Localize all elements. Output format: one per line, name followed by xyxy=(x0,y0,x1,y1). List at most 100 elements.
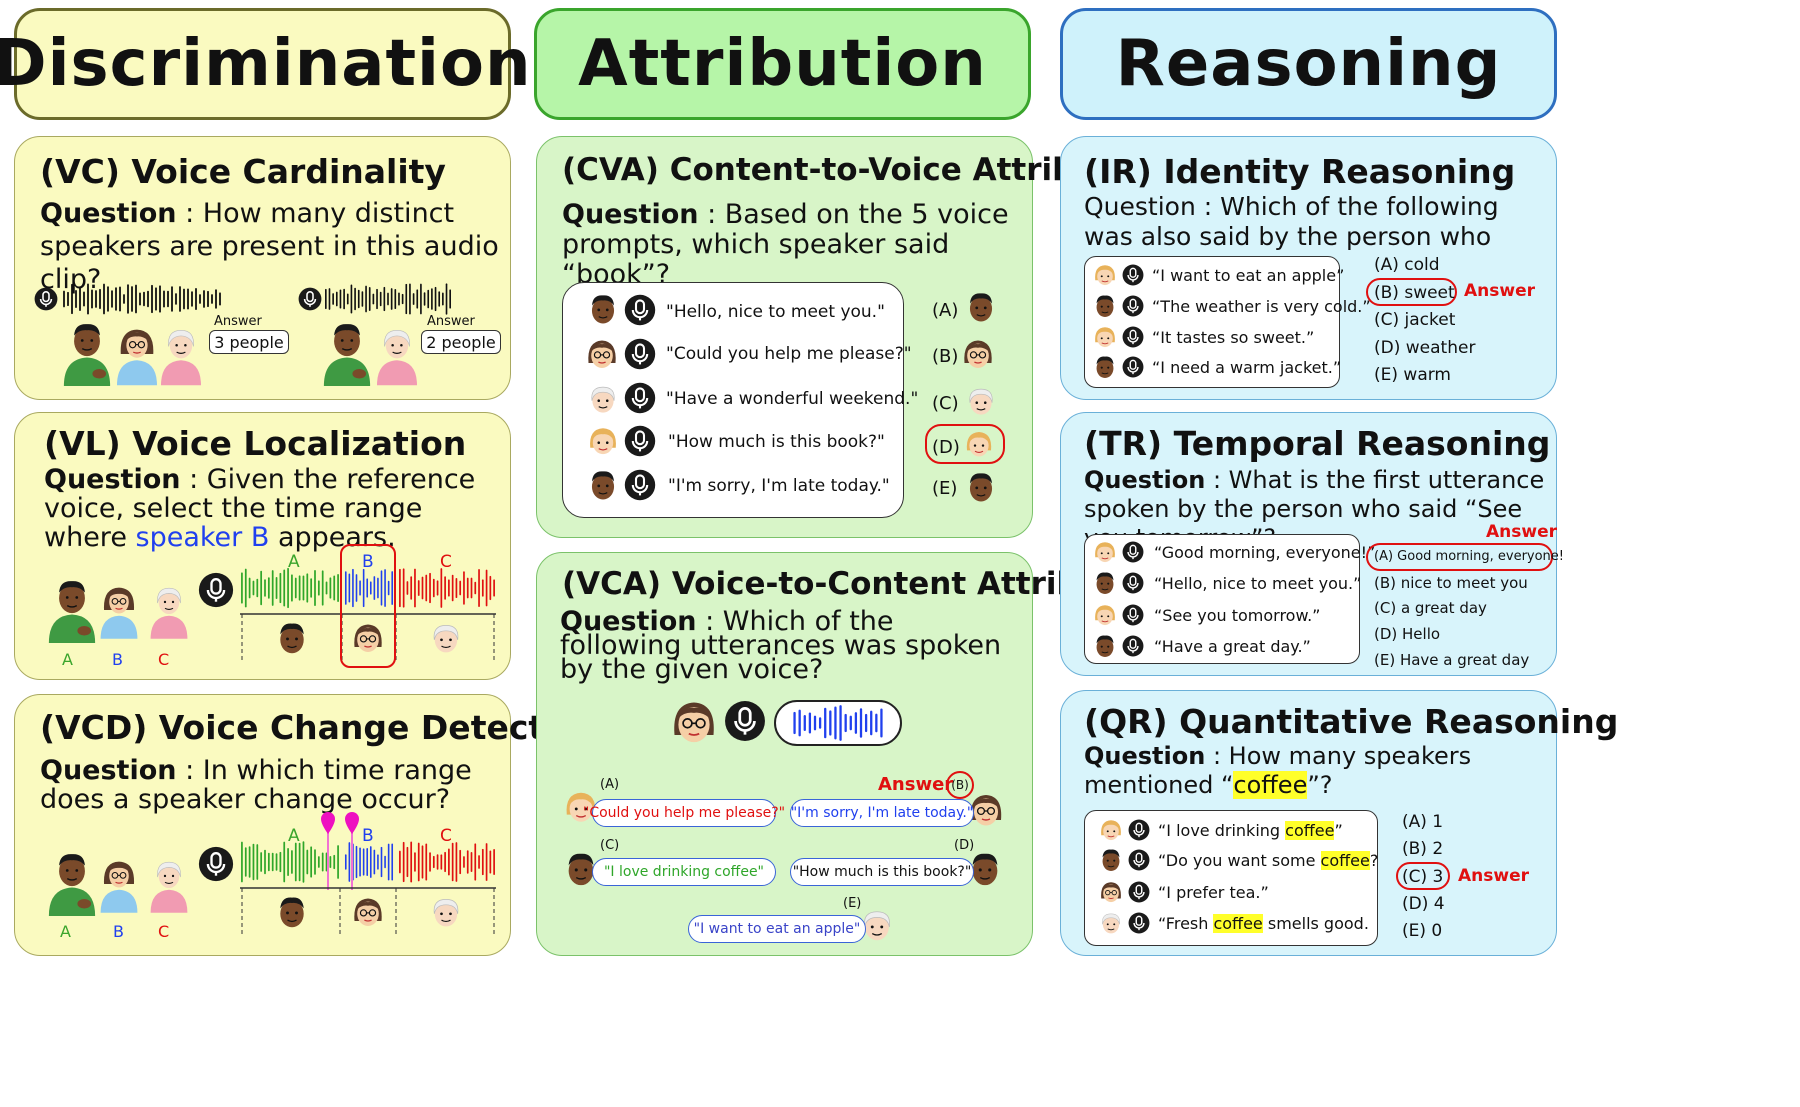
ir-mic-icon-3 xyxy=(1122,326,1144,348)
qr-face-1 xyxy=(1100,819,1122,841)
ir-option-e: (E) warm xyxy=(1374,365,1451,385)
qr-option-a: (A) 1 xyxy=(1402,812,1444,832)
qr-face-4 xyxy=(1101,913,1121,934)
header-attribution: Attribution xyxy=(534,8,1031,120)
vl-title: (VL) Voice Localization xyxy=(44,424,467,463)
cva-face-dark-1 xyxy=(591,294,615,325)
tr-title: (TR) Temporal Reasoning xyxy=(1084,424,1551,463)
vca-given-mic-icon xyxy=(724,700,766,742)
qr-mic-icon-4 xyxy=(1128,912,1150,934)
tr-answer-label: Answer xyxy=(1486,522,1557,542)
qr-utterance-4: “Fresh coffee smells good. xyxy=(1158,914,1369,933)
tr-option-a: (A) Good morning, everyone! xyxy=(1374,549,1565,564)
vcd-change-marker-2 xyxy=(345,812,359,890)
vcd-waveform-b xyxy=(344,842,394,882)
vc-mic-icon-2 xyxy=(298,287,322,311)
qr-option-e: (E) 0 xyxy=(1402,921,1443,941)
tr-option-d: (D) Hello xyxy=(1374,625,1441,643)
vcd-speaker-glasses xyxy=(99,860,139,914)
vcd-title: (VCD) Voice Change Detection xyxy=(40,708,602,747)
cva-mic-icon-2 xyxy=(624,338,656,370)
cva-face-glasses-2 xyxy=(587,339,617,369)
vc-speaker-dark xyxy=(63,323,111,386)
cva-option-b-face xyxy=(963,339,993,369)
qr-mic-icon-1 xyxy=(1128,819,1150,841)
cva-utterance-5: "I'm sorry, I'm late today." xyxy=(668,476,890,496)
cva-mic-icon-3 xyxy=(624,382,656,414)
tr-mic-icon-1 xyxy=(1122,541,1144,563)
vca-option-e: "I want to eat an apple" xyxy=(688,915,866,943)
ir-option-b: (B) sweet xyxy=(1374,283,1455,303)
vcd-waveform-c xyxy=(399,841,495,883)
panel-voice-to-content xyxy=(536,552,1033,956)
ir-mic-icon-1 xyxy=(1122,264,1144,286)
tr-utterance-2: “Hello, nice to meet you.” xyxy=(1154,574,1362,593)
header-discrimination: Discrimination xyxy=(0,8,531,120)
cva-face-blond-4 xyxy=(589,427,617,455)
vca-question: Question : Which of the following uttera… xyxy=(560,606,1002,685)
cva-utterance-1: "Hello, nice to meet you." xyxy=(666,302,885,322)
vl-label-a: A xyxy=(62,650,73,669)
cva-option-a: (A) xyxy=(932,300,959,321)
ir-option-a: (A) cold xyxy=(1374,255,1440,275)
cva-option-c-face xyxy=(969,388,993,416)
vcd-face-dark xyxy=(279,896,305,928)
vca-option-a-label: (A) xyxy=(600,777,620,792)
vcd-mic-icon xyxy=(198,846,234,882)
qr-utterance-3: “I prefer tea.” xyxy=(1158,883,1269,902)
cva-answer-oval xyxy=(925,424,1005,464)
tr-option-b: (B) nice to meet you xyxy=(1374,574,1528,592)
vc-mic-icon-1 xyxy=(34,287,58,311)
cva-option-d-face xyxy=(966,431,992,457)
tr-utterance-3: “See you tomorrow.” xyxy=(1154,606,1321,625)
cva-option-c: (C) xyxy=(932,393,959,414)
cva-mic-icon-4 xyxy=(624,425,656,457)
ir-option-d: (D) weather xyxy=(1374,338,1476,358)
cva-utterance-3: "Have a wonderful weekend." xyxy=(666,389,919,409)
vcd-change-marker-1 xyxy=(321,812,335,890)
qr-answer-oval xyxy=(1396,862,1450,890)
vl-question: Question : Given the reference voice, se… xyxy=(44,464,476,553)
ir-face-1 xyxy=(1094,264,1116,286)
qr-option-c: (C) 3 xyxy=(1402,867,1444,887)
cva-question: Question : Based on the 5 voice prompts,… xyxy=(562,199,1009,290)
tr-utterance-1: “Good morning, everyone!” xyxy=(1154,543,1376,562)
ir-answer-oval xyxy=(1366,278,1457,306)
vl-answer-box xyxy=(340,544,396,668)
tr-face-4 xyxy=(1096,635,1114,658)
qr-face-3 xyxy=(1100,881,1122,903)
vc2-speaker-dark xyxy=(323,323,371,386)
cva-option-a-face xyxy=(969,292,993,323)
vl-segment-c: C xyxy=(440,552,452,572)
vl-label-b: B xyxy=(112,650,123,669)
panel-voice-cardinality xyxy=(14,136,511,400)
qr-question: Question : How many speakers mentioned “… xyxy=(1084,742,1472,799)
tr-mic-icon-3 xyxy=(1122,604,1144,626)
vl-waveform-c xyxy=(399,568,495,608)
ir-utterance-3: “It tastes so sweet.” xyxy=(1152,328,1315,347)
vcd-face-glasses xyxy=(353,897,383,927)
vcd-speaker-dark xyxy=(48,853,96,916)
vcd-segment-c: C xyxy=(440,826,452,846)
vcd-label-a: A xyxy=(60,922,71,941)
vc-answer-1: 3 people xyxy=(209,330,289,354)
cva-utterance-4: "How much is this book?" xyxy=(668,432,885,452)
tr-mic-icon-4 xyxy=(1122,635,1144,657)
vl-waveform-a xyxy=(241,567,339,609)
vca-given-face xyxy=(673,701,715,744)
cva-utterance-box xyxy=(562,282,904,518)
vcd-label-b: B xyxy=(113,922,124,941)
vl-face-dark xyxy=(279,622,305,654)
cva-face-old-3 xyxy=(591,386,615,414)
qr-mic-icon-3 xyxy=(1128,881,1150,903)
vcd-speaker-old xyxy=(150,861,188,914)
cva-option-d: (D) xyxy=(932,437,960,458)
vc2-speaker-old xyxy=(376,329,418,386)
cva-option-e-face xyxy=(969,472,993,503)
qr-utterance-1: “I love drinking coffee” xyxy=(1158,821,1343,840)
ir-face-2 xyxy=(1096,295,1114,318)
cva-utterance-2: "Could you help me please?" xyxy=(666,344,912,364)
qr-title: (QR) Quantitative Reasoning xyxy=(1084,702,1619,741)
panel-voice-change-detection xyxy=(14,694,511,956)
vl-speaker-dark xyxy=(48,580,96,643)
